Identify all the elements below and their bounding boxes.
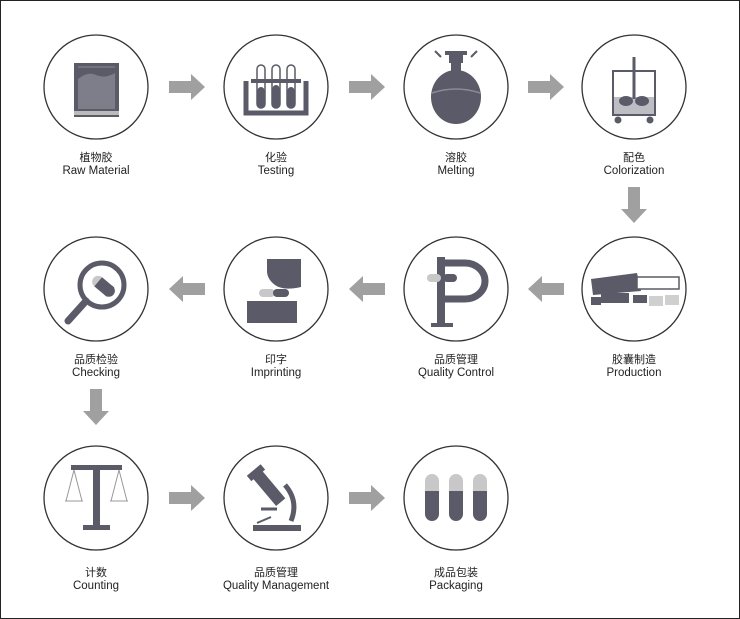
step-label-en: Raw Material [62, 165, 129, 177]
step-label-en: Checking [72, 367, 120, 379]
micrometer-icon [427, 257, 489, 327]
step-label-en: Quality Management [223, 580, 330, 592]
microscope-icon [246, 464, 301, 531]
step-label-en: Testing [258, 165, 294, 177]
step-testing: 化验 Testing [223, 34, 329, 177]
step-production: 胶囊制造 Production [581, 236, 687, 379]
step-label-zh: 成品包装 [434, 566, 478, 579]
flow-arrow-left [169, 276, 205, 302]
step-melting: 溶胶 Melting [403, 34, 509, 177]
step-label-zh: 品质检验 [74, 352, 118, 366]
balance-scale-icon [65, 465, 128, 530]
magnifier-icon [64, 260, 127, 325]
step-label-en: Quality Control [418, 367, 494, 379]
step-colorization: 配色 Colorization [581, 34, 687, 177]
step-label-zh: 计数 [85, 566, 107, 579]
flow-arrow-left [349, 276, 385, 302]
flow-arrow-down [83, 389, 109, 425]
step-circle [223, 236, 329, 342]
flow-arrow-down [621, 187, 647, 223]
step-label-en: Production [607, 367, 662, 379]
step-label-zh: 配色 [623, 150, 645, 164]
step-label-zh: 溶胶 [445, 150, 467, 164]
step-raw-material: 植物胶 Raw Material [43, 34, 149, 177]
step-label-zh: 品质管理 [254, 565, 298, 579]
capsule-machine-icon [591, 273, 680, 306]
flow-arrow-right [169, 485, 205, 511]
step-label-en: Counting [73, 580, 119, 592]
step-label-zh: 植物胶 [80, 150, 113, 164]
step-circle [403, 236, 509, 342]
step-label-en: Melting [437, 165, 474, 177]
step-quality-control: 品质管理 Quality Control [403, 236, 509, 379]
step-imprinting: 印字 Imprinting [223, 236, 329, 379]
step-label-en: Colorization [604, 165, 665, 177]
step-counting: 计数 Counting [43, 445, 149, 592]
mixer-tank-icon [612, 57, 656, 124]
step-label-en: Imprinting [251, 367, 302, 379]
flask-icon [431, 50, 481, 124]
step-label-en: Packaging [429, 580, 483, 592]
flow-arrow-right [349, 74, 385, 100]
step-label-zh: 印字 [265, 352, 287, 366]
flow-arrow-right [349, 485, 385, 511]
step-label-zh: 化验 [265, 150, 287, 164]
flow-arrow-left [528, 276, 564, 302]
step-checking: 品质检验 Checking [43, 236, 149, 379]
flow-arrow-right [528, 74, 564, 100]
imprinting-press-icon [247, 259, 301, 323]
step-label-zh: 胶囊制造 [612, 352, 656, 366]
step-packaging: 成品包装 Packaging [403, 445, 509, 592]
raw-material-bag-icon [74, 63, 119, 117]
step-quality-management: 品质管理 Quality Management [223, 445, 330, 592]
test-tubes-icon [243, 64, 309, 116]
capsules-icon [425, 474, 487, 521]
step-label-zh: 品质管理 [434, 352, 478, 366]
flow-arrow-right [169, 74, 205, 100]
